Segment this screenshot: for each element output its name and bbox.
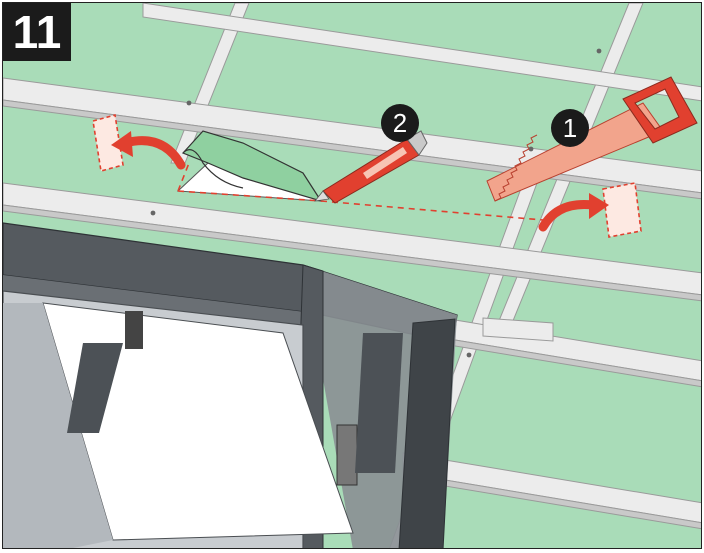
callout-1: 1 [551, 109, 589, 147]
curved-arrow-icon [111, 131, 186, 170]
removed-batten-piece-right [602, 182, 642, 238]
underlay-cut-flap [176, 130, 323, 203]
curved-arrow-icon [538, 193, 609, 232]
roof-window [3, 222, 458, 548]
window-latch [336, 424, 358, 486]
installation-scene [3, 3, 701, 548]
callout-2: 2 [381, 104, 419, 142]
window-hinge [125, 311, 143, 349]
step-number-badge: 11 [3, 3, 71, 61]
removed-batten-piece-left [92, 113, 124, 173]
cut-line [177, 162, 544, 221]
saw-icon [486, 76, 698, 202]
